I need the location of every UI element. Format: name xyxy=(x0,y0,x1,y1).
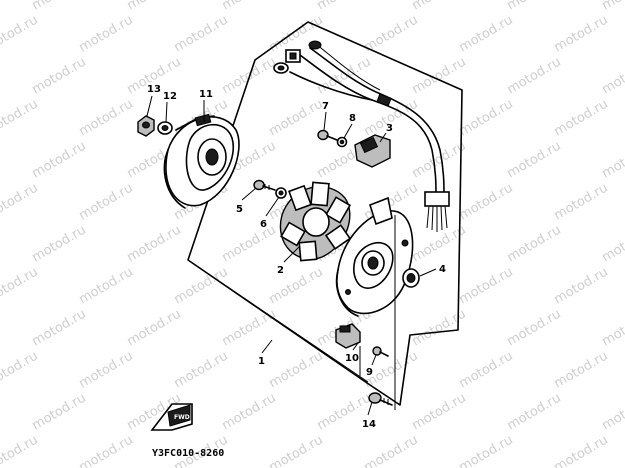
callout-2: 2 xyxy=(277,265,284,276)
callout-11: 11 xyxy=(199,89,213,100)
connector-bottom xyxy=(273,62,289,74)
nut-13 xyxy=(137,115,155,137)
callout-6: 6 xyxy=(260,219,267,230)
leader-lines xyxy=(146,95,437,416)
stator-coil xyxy=(279,181,352,262)
callout-8: 8 xyxy=(349,113,356,124)
oil-seal-4 xyxy=(402,268,420,288)
assembly-frame xyxy=(187,21,463,406)
stator-base-plate xyxy=(335,196,414,317)
callout-numbers: 1 2 3 4 5 6 7 8 9 10 11 12 13 14 xyxy=(147,84,446,430)
washer-6 xyxy=(275,187,287,199)
wire-harness xyxy=(289,43,450,232)
callout-14: 14 xyxy=(362,419,376,430)
bolt-14 xyxy=(368,392,393,406)
screw-7 xyxy=(317,129,338,141)
callout-10: 10 xyxy=(345,353,359,364)
fwd-label: FWD xyxy=(174,414,190,421)
connector-top xyxy=(285,40,322,63)
pulser-coil-3 xyxy=(354,134,391,168)
callout-13: 13 xyxy=(147,84,161,95)
callout-1: 1 xyxy=(258,356,265,367)
callout-5: 5 xyxy=(236,204,243,215)
wire-clamp-10 xyxy=(335,323,361,349)
callout-7: 7 xyxy=(322,101,329,112)
callout-3: 3 xyxy=(386,123,393,134)
callout-12: 12 xyxy=(163,91,177,102)
flywheel-rotor xyxy=(163,113,240,209)
diagram-code: Y3FC010-8260 xyxy=(152,448,224,459)
washer-12 xyxy=(157,121,173,135)
callout-4: 4 xyxy=(439,264,446,275)
screw-5 xyxy=(253,179,276,191)
washer-8 xyxy=(336,136,348,148)
screw-9 xyxy=(372,346,389,357)
fwd-arrow-icon: FWD xyxy=(150,403,193,431)
callout-9: 9 xyxy=(366,367,373,378)
